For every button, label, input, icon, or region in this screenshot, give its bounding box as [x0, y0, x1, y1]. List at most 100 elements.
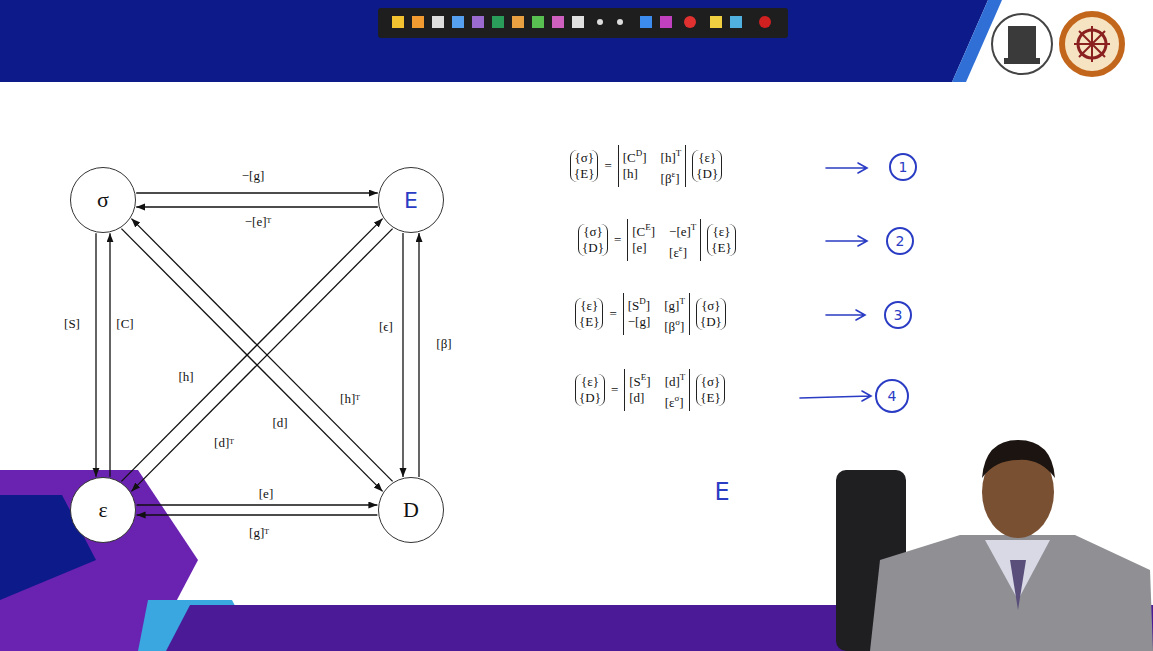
connector-arrow — [95, 233, 96, 477]
equation-term: = — [611, 382, 618, 398]
equation-term: {E} — [574, 166, 594, 182]
equation-term: ] — [683, 245, 687, 260]
node-label: ε — [98, 497, 107, 523]
coefficient-matrix: [CE]−[e]T[e][εε] — [627, 219, 701, 261]
matrix-label: [e] — [257, 486, 275, 501]
matrix-label: [h] — [176, 369, 195, 384]
superscript: T — [691, 222, 697, 232]
equation-term: {σ} — [701, 374, 721, 390]
equation-term: ] — [680, 319, 684, 334]
equation-term: −[e] — [669, 224, 691, 239]
matrix-label: [g]ᵀ — [247, 525, 271, 540]
edge-label: [d]ᵀ — [212, 433, 236, 451]
matrix-entry: [g]T — [664, 293, 685, 314]
node-text: 3 — [894, 307, 903, 323]
circled-number: 2 — [886, 227, 914, 255]
column-vector: {ε}{D} — [575, 374, 605, 406]
matrix-entry: [βε] — [661, 166, 682, 187]
matrix-label: [S] — [62, 316, 82, 331]
equation-term: [β — [664, 319, 675, 334]
edge-label: −[g] — [240, 166, 267, 184]
circled-number: 1 — [889, 153, 917, 181]
node-label: σ — [97, 187, 109, 213]
matrix-entry: [CE] — [632, 219, 655, 240]
matrix-entry: −[e]T — [669, 219, 696, 240]
matrix-label: [C] — [114, 316, 135, 331]
circled-number: 4 — [875, 379, 909, 413]
matrix-label: −[e]ᵀ — [243, 214, 273, 229]
node-label: E — [404, 188, 418, 213]
connector-arrow — [121, 229, 382, 492]
matrix-entry: [h]T — [661, 145, 682, 166]
edge-label: [C] — [114, 314, 135, 332]
matrix-label: [ϵ] — [377, 319, 395, 334]
superscript: D — [639, 296, 646, 306]
matrix-label: [β] — [434, 336, 453, 351]
edge-label: −[e]ᵀ — [243, 212, 273, 230]
node-label: 1 — [899, 159, 908, 175]
node-text: σ — [97, 187, 109, 213]
equation-term: ] — [646, 298, 650, 313]
node-text: 1 — [899, 159, 908, 175]
equation-term: [C — [623, 150, 636, 165]
equation-term: ] — [675, 171, 679, 186]
equation-term: [ε — [669, 245, 679, 260]
column-vector: {σ}{D} — [578, 224, 608, 256]
circled-number: 3 — [884, 301, 912, 329]
edge-label: [h] — [176, 367, 195, 385]
edge-label: [h]ᵀ — [338, 389, 362, 407]
equation-term: {D} — [582, 240, 604, 256]
node-label: 3 — [894, 307, 903, 323]
matrix-entry: [e] — [632, 240, 655, 261]
node-label: 2 — [896, 233, 905, 249]
connector-arrow — [418, 233, 419, 477]
matrix-entry: [d] — [629, 390, 650, 411]
edge-label: [S] — [62, 314, 82, 332]
superscript: T — [679, 296, 685, 306]
connector-arrow — [137, 514, 378, 515]
edge-label: [g]ᵀ — [247, 523, 271, 541]
equation-term: [S — [628, 298, 640, 313]
equation-term: [h] — [661, 150, 676, 165]
equation-term: {ε} — [580, 298, 598, 314]
equation-term: ] — [646, 374, 650, 389]
superscript: T — [680, 372, 686, 382]
edge-label: [d] — [270, 413, 289, 431]
node-label: D — [403, 497, 419, 523]
connector-arrow — [131, 229, 392, 492]
matrix-entry: [εσ] — [665, 390, 686, 411]
matrix-equation: {ε}{D}=[SE][d]T[d][εσ]{σ}{E} — [575, 369, 725, 411]
equation-term: {D} — [700, 314, 722, 330]
equation-term: [S — [629, 374, 641, 389]
equation-term: {D} — [696, 166, 718, 182]
coefficient-matrix: [CD][h]T[h][βε] — [618, 145, 687, 187]
equation-term: [d] — [629, 390, 644, 405]
handwritten-letter: E — [714, 478, 729, 506]
column-vector: {σ}{E} — [570, 150, 598, 182]
matrix-equation: {σ}{D}=[CE]−[e]T[e][εε]{ε}{E} — [578, 219, 736, 261]
equation-term: {σ} — [701, 298, 721, 314]
equation-term: = — [609, 306, 616, 322]
matrix-label: −[g] — [240, 168, 267, 183]
superscript: E — [645, 222, 651, 232]
matrix-entry: [h] — [623, 166, 647, 187]
node-text: 4 — [888, 388, 897, 404]
superscript: E — [641, 372, 647, 382]
equation-term: = — [604, 158, 611, 174]
equation-term: ] — [679, 395, 683, 410]
equation-term: [β — [661, 171, 672, 186]
superscript: ε — [672, 169, 676, 179]
equation-term: ] — [642, 150, 646, 165]
equation-term: {E} — [711, 240, 731, 256]
matrix-entry: [βσ] — [664, 314, 685, 335]
equation-term: [d] — [665, 374, 680, 389]
superscript: D — [636, 148, 643, 158]
stress-node: σ — [70, 167, 136, 233]
matrix-entry: [SE] — [629, 369, 650, 390]
superscript: T — [676, 148, 682, 158]
equation-term: [ε — [665, 395, 675, 410]
equation-term: {ε} — [698, 150, 716, 166]
handwritten-note: E — [714, 478, 729, 506]
